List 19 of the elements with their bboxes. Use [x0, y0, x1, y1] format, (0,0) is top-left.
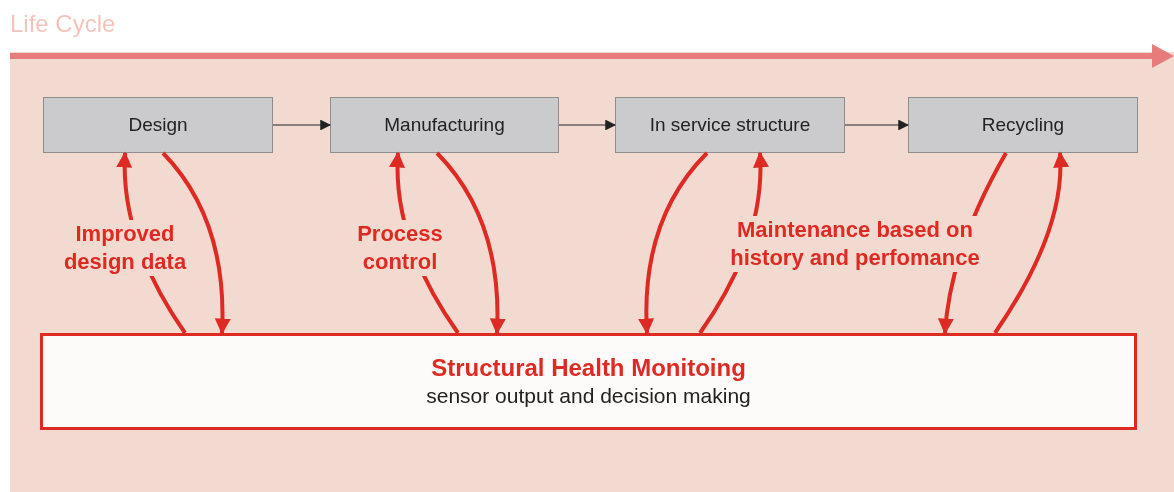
- arrow: [161, 151, 231, 335]
- panel-title: Life Cycle: [10, 9, 116, 39]
- arrow: [844, 119, 910, 131]
- stage-label: In service structure: [649, 112, 811, 137]
- stage-box: [615, 97, 845, 153]
- monitoring-box: [40, 333, 1137, 430]
- stage-label: Manufacturing: [384, 112, 505, 137]
- stage-label: Recycling: [981, 112, 1065, 137]
- box-subtext: sensor output and decision making: [426, 383, 751, 410]
- arrow: [638, 151, 709, 335]
- stage-box: [908, 97, 1138, 153]
- box-heading: Structural Health Monitoing: [431, 353, 746, 384]
- arrow: [435, 151, 506, 335]
- stage-box: [43, 97, 273, 153]
- arrow: [558, 119, 617, 131]
- stage-box: [330, 97, 559, 153]
- stage-label: Design: [128, 112, 188, 137]
- arrow: [272, 119, 332, 131]
- arrow: [993, 151, 1069, 335]
